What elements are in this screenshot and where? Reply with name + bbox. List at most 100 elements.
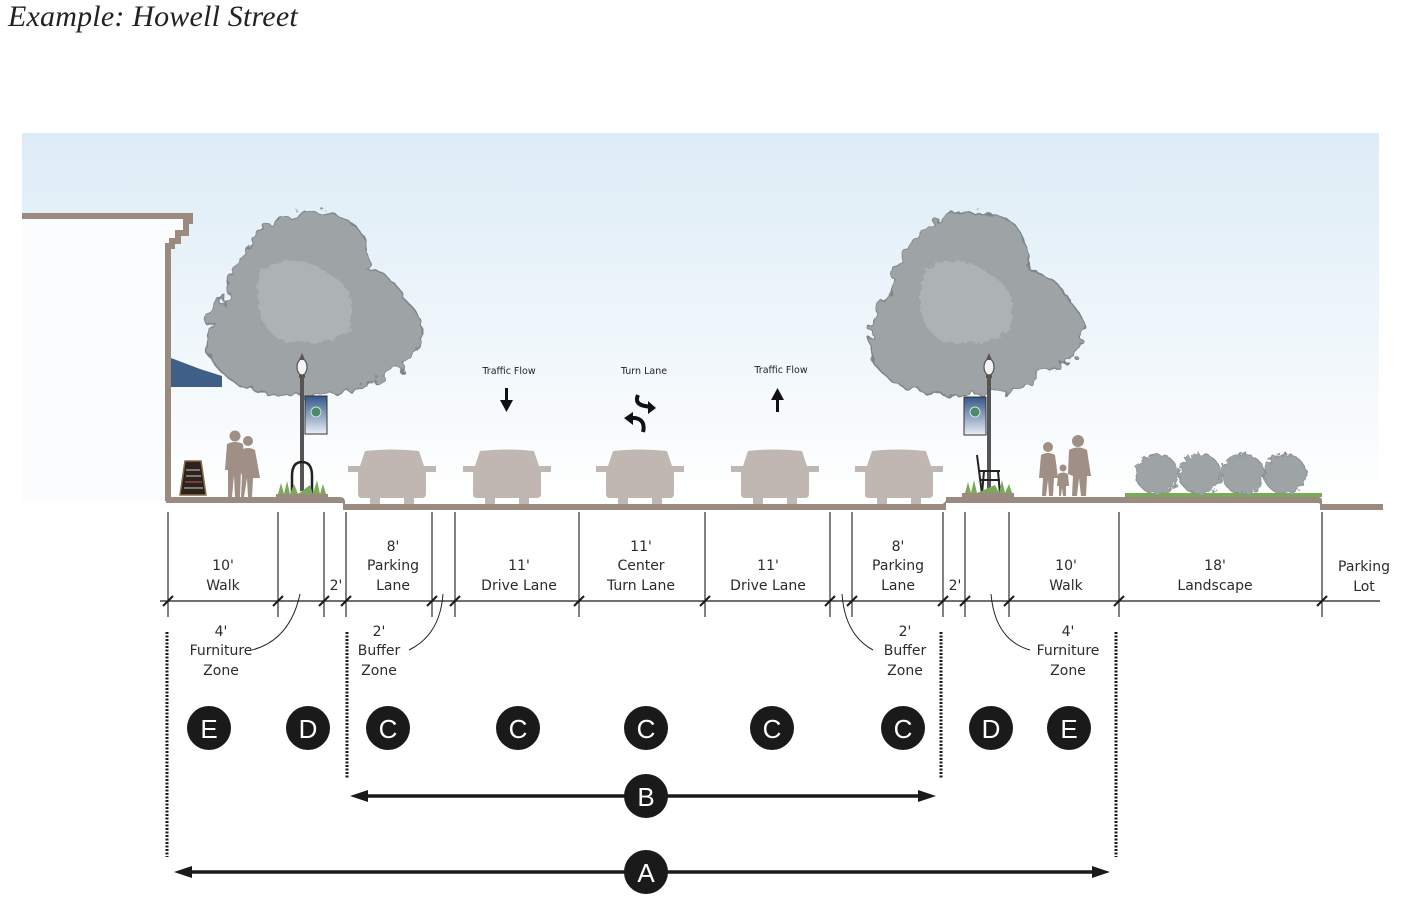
traffic-label-northbound: Traffic Flow (753, 365, 807, 376)
callout-label-line: Furniture (190, 643, 253, 659)
badge-circle (1047, 706, 1091, 750)
badge-letter: C (379, 714, 398, 744)
badge-letter: C (894, 714, 913, 744)
planter-grass-right (962, 480, 1014, 499)
segment-label-line: 2' (330, 578, 343, 594)
segment-label-line: Drive Lane (481, 578, 557, 594)
segment-label-line: Lot (1353, 579, 1375, 595)
badge-circle (496, 706, 540, 750)
span-a-arrowhead-left (174, 866, 192, 878)
dimension-slash (1316, 595, 1328, 607)
street-tree-left (206, 210, 423, 397)
arrow-up-icon (771, 388, 784, 412)
span-badge-b: B (624, 774, 668, 818)
car (731, 449, 819, 504)
segment-label-line: Parking (1338, 559, 1390, 575)
callout-label-line: 2' (373, 624, 386, 640)
car (596, 449, 684, 504)
callout-leader-line (251, 593, 301, 651)
page-title: Example: Howell Street (8, 0, 298, 33)
dimension-slash (272, 595, 284, 607)
badge-letter: C (763, 714, 782, 744)
zone-badge-c: C (881, 706, 925, 750)
ground-profile (166, 497, 1383, 510)
two-way-turn-arrows-icon (624, 394, 656, 433)
span-badge-a: A (624, 850, 668, 894)
dimension-slash (426, 595, 438, 607)
badge-circle (969, 706, 1013, 750)
cars (348, 449, 943, 504)
callout-label-line: 2' (899, 624, 912, 640)
callout-label-line: Buffer (358, 643, 401, 659)
bike-rack (290, 460, 314, 494)
badge-circle (366, 706, 410, 750)
badge-circle (624, 850, 668, 894)
segment-walk-right: 10' Walk (1049, 558, 1083, 594)
segment-label-line: 11' (757, 558, 779, 574)
pedestrian-couple (225, 430, 260, 497)
segment-label-line: 8' (892, 539, 905, 555)
dimension-slash (959, 595, 971, 607)
badge-letter: B (637, 782, 654, 812)
segment-label-line: 10' (1055, 558, 1077, 574)
dimension-slash (699, 595, 711, 607)
segment-label-line: 10' (212, 558, 234, 574)
badge-letter: E (1060, 714, 1077, 744)
arrow-down-icon (500, 388, 513, 412)
car (463, 449, 551, 504)
dimension-lines (160, 512, 1380, 617)
badge-circle (881, 706, 925, 750)
callout-label-line: 4' (215, 624, 228, 640)
badge-letter: E (200, 714, 217, 744)
street-lamp-right (963, 353, 1001, 495)
traffic-direction-labels: Traffic Flow Turn Lane Traffic Flow (481, 365, 808, 433)
sandwich-board-sign (179, 460, 207, 496)
callout-label-line: Zone (203, 663, 239, 679)
span-b-arrowhead-right (918, 790, 936, 802)
street-lamp-left (290, 353, 328, 494)
zone-badge-e: E (1047, 706, 1091, 750)
pedestrian-family (1039, 435, 1091, 496)
shrub (1178, 453, 1222, 495)
badge-letter: A (637, 858, 655, 888)
segment-label-line: Parking (872, 558, 924, 574)
badge-circle (624, 706, 668, 750)
shrub (1221, 453, 1265, 495)
segment-label-line: Turn Lane (606, 578, 675, 594)
span-a-arrowhead-right (1092, 866, 1110, 878)
segment-label-line: 11' (630, 539, 652, 555)
callout-label-line: Zone (1050, 663, 1086, 679)
segment-drive-left: 11' Drive Lane (481, 558, 557, 594)
segment-label-line: Lane (376, 578, 410, 594)
badge-letter: D (299, 714, 318, 744)
badge-letter: D (982, 714, 1001, 744)
zone-badge-c: C (624, 706, 668, 750)
building (22, 213, 222, 501)
zone-callouts: 4'FurnitureZone2'BufferZone2'BufferZone4… (190, 593, 1100, 679)
car (855, 449, 943, 504)
traffic-label-turn: Turn Lane (620, 366, 667, 377)
dimension-slash (824, 595, 836, 607)
callout-label-line: Furniture (1037, 643, 1100, 659)
landscape-shrubs (1125, 453, 1322, 497)
zone-badge-d: D (969, 706, 1013, 750)
segment-label-line: Parking (367, 558, 419, 574)
segment-label-line: Lane (881, 578, 915, 594)
traffic-label-southbound: Traffic Flow (481, 366, 535, 377)
segment-walk-left: 10'Walk (206, 558, 240, 594)
callout-label-line: 4' (1062, 624, 1075, 640)
badge-circle (624, 774, 668, 818)
segment-curb-left: 2' (330, 578, 343, 594)
dimension-slash (162, 595, 174, 607)
span-b-arrowhead-left (350, 790, 368, 802)
segment-label-line: 11' (508, 558, 530, 574)
dimension-slash (573, 595, 585, 607)
shrub (1263, 453, 1307, 495)
segment-label-line: 18' (1204, 558, 1226, 574)
segment-label-line: Walk (1049, 578, 1083, 594)
segment-landscape: 18'Landscape (1177, 558, 1252, 594)
